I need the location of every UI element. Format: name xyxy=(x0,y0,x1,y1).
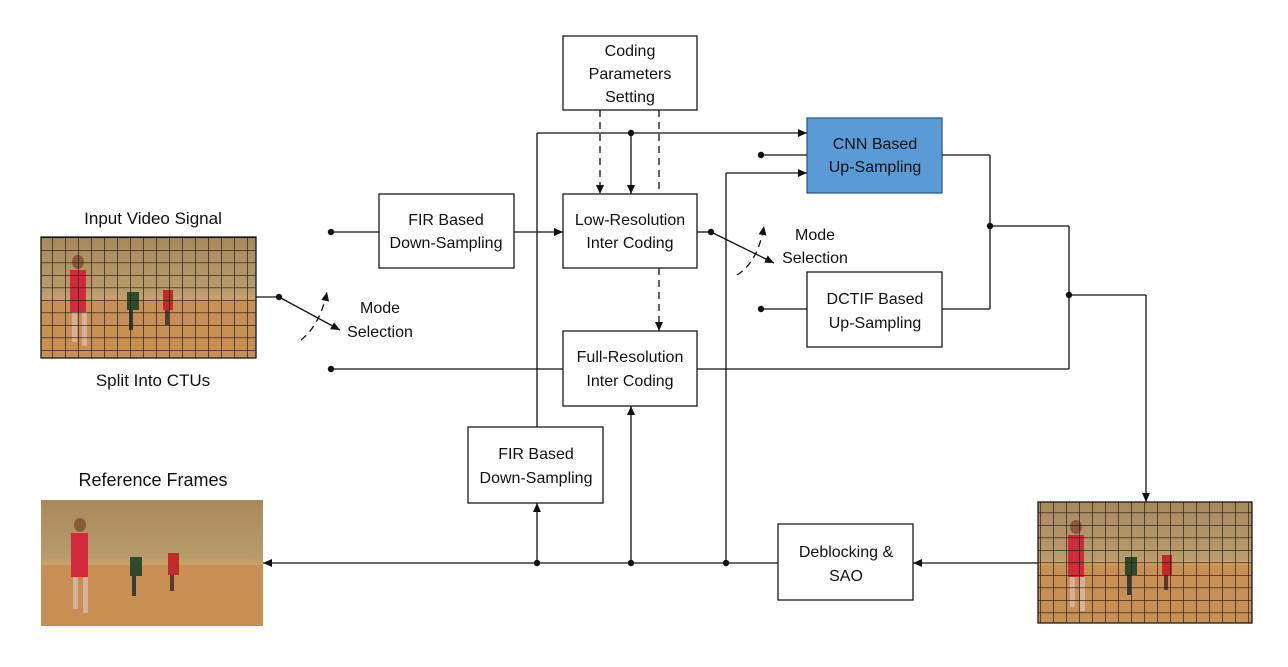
cnn-upsampling-block: CNN Based Up-Sampling xyxy=(806,117,943,194)
deblocking-sao-block: Deblocking & SAO xyxy=(777,523,914,601)
svg-text:FIR Based: FIR Based xyxy=(408,212,484,229)
mode-selection-1-line1: Mode xyxy=(360,300,400,317)
svg-text:Inter Coding: Inter Coding xyxy=(586,373,673,390)
input-video-caption: Input Video Signal xyxy=(84,209,222,228)
svg-text:Low-Resolution: Low-Resolution xyxy=(575,212,685,229)
reference-frames-caption: Reference Frames xyxy=(78,470,227,490)
full-resolution-coding-block: Full-Resolution Inter Coding xyxy=(562,330,698,407)
dctif-upsampling-block: DCTIF Based Up-Sampling xyxy=(806,271,943,348)
svg-text:Down-Sampling: Down-Sampling xyxy=(480,470,593,487)
svg-text:DCTIF Based: DCTIF Based xyxy=(827,291,924,308)
connector-lines xyxy=(256,110,1150,567)
fir-downsampling-block-bottom: FIR Based Down-Sampling xyxy=(467,426,604,504)
mode-selection-2-line1: Mode xyxy=(795,227,835,244)
mode-selection-1-line2: Selection xyxy=(347,324,413,341)
svg-text:Coding: Coding xyxy=(605,43,656,60)
svg-text:Setting: Setting xyxy=(605,89,655,106)
svg-text:Full-Resolution: Full-Resolution xyxy=(577,349,684,366)
split-ctus-caption: Split Into CTUs xyxy=(96,371,210,390)
output-frame-image xyxy=(1037,501,1253,624)
mode-selection-2-line2: Selection xyxy=(782,250,848,267)
reference-frames-image xyxy=(41,500,263,626)
low-resolution-coding-block: Low-Resolution Inter Coding xyxy=(562,193,698,269)
fir-downsampling-block-top: FIR Based Down-Sampling xyxy=(378,193,515,269)
coding-parameters-block: Coding Parameters Setting xyxy=(562,35,698,111)
svg-text:SAO: SAO xyxy=(829,568,863,585)
svg-text:FIR Based: FIR Based xyxy=(498,446,574,463)
input-video-frame xyxy=(40,236,257,359)
svg-text:Parameters: Parameters xyxy=(589,66,672,83)
svg-text:Inter Coding: Inter Coding xyxy=(586,235,673,252)
svg-text:Down-Sampling: Down-Sampling xyxy=(390,235,503,252)
svg-text:Up-Sampling: Up-Sampling xyxy=(829,315,921,332)
svg-text:Deblocking &: Deblocking & xyxy=(799,544,894,561)
svg-text:Up-Sampling: Up-Sampling xyxy=(829,159,921,176)
svg-text:CNN Based: CNN Based xyxy=(833,136,917,153)
